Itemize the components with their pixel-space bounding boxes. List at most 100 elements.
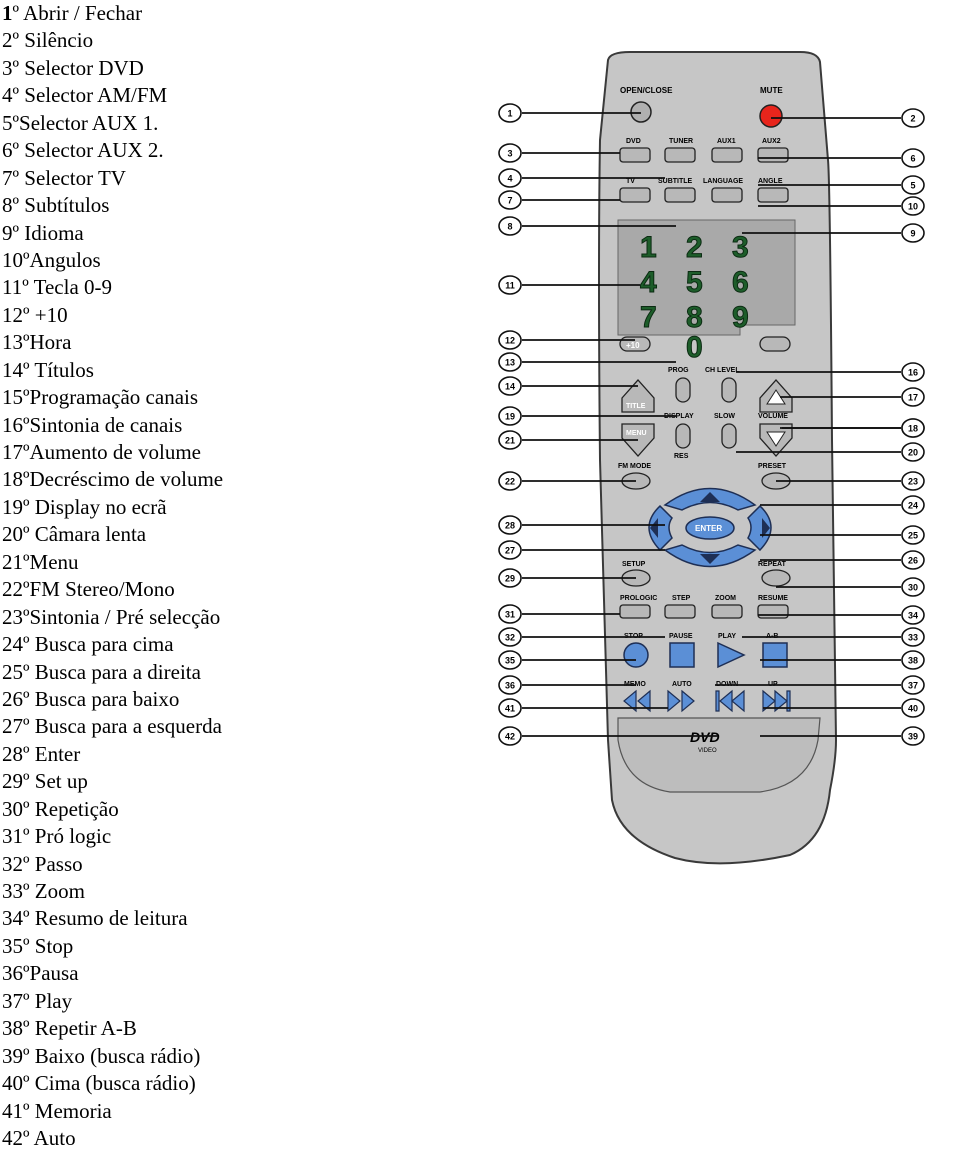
legend-text: Repetir A-B xyxy=(29,1016,137,1041)
legend-number: 20 xyxy=(2,522,23,547)
legend-number: 22 xyxy=(2,577,23,602)
pause-label: PAUSE xyxy=(669,633,693,640)
prog-button[interactable] xyxy=(675,377,691,403)
clock-button[interactable] xyxy=(759,336,791,352)
enter-label: ENTER xyxy=(695,524,722,533)
callout-number: 18 xyxy=(908,424,918,434)
play-button[interactable] xyxy=(717,641,746,669)
digit-1-button[interactable]: 1 xyxy=(640,231,658,265)
subtitle-label: SUBTITLE xyxy=(658,178,693,185)
legend-text: FM Stereo/Mono xyxy=(29,577,175,602)
ch-level-button[interactable] xyxy=(721,377,737,403)
nav-right-button[interactable] xyxy=(747,504,772,552)
callout-number: 16 xyxy=(908,368,918,378)
repeat-button[interactable] xyxy=(761,569,791,587)
callout-marker xyxy=(901,675,925,695)
up-skip-icon[interactable] xyxy=(762,689,791,713)
tv-button[interactable] xyxy=(619,187,651,203)
digit-5-button[interactable]: 5 xyxy=(686,266,704,300)
tuner-button[interactable] xyxy=(664,147,696,163)
callout-marker xyxy=(498,604,522,624)
title-button[interactable] xyxy=(621,379,655,413)
legend-ordinal: º xyxy=(12,165,20,190)
legend-ordinal: º xyxy=(22,275,29,300)
angle-button[interactable] xyxy=(757,187,789,203)
callout-marker xyxy=(498,190,522,210)
digit-4-button[interactable]: 4 xyxy=(640,266,658,300)
legend-number: 8 xyxy=(2,193,13,218)
legend-text: Selector AUX 1. xyxy=(19,110,159,135)
step-button[interactable] xyxy=(664,604,696,619)
aux2-label: AUX2 xyxy=(762,138,781,145)
digit-6-button[interactable]: 6 xyxy=(732,266,750,300)
callout-number: 5 xyxy=(910,181,915,191)
digit-2-button[interactable]: 2 xyxy=(686,231,704,265)
legend-number: 38 xyxy=(2,1016,23,1041)
subtitle-button[interactable] xyxy=(664,187,696,203)
nav-left-icon xyxy=(650,518,658,538)
callout-number: 27 xyxy=(505,546,515,556)
display-button[interactable] xyxy=(675,423,691,449)
memo-rewind-icon[interactable] xyxy=(623,689,651,713)
digit-9-button[interactable]: 9 xyxy=(732,301,750,335)
callout-number: 31 xyxy=(505,610,515,620)
legend-item: 35º Stop xyxy=(2,933,442,960)
pause-button[interactable] xyxy=(669,642,695,668)
ab-button[interactable] xyxy=(762,642,788,668)
legend-text: Angulos xyxy=(29,247,101,272)
legend-ordinal: º xyxy=(12,110,20,135)
legend-item: 31º Pró logic xyxy=(2,823,442,850)
legend-text: Tecla 0-9 xyxy=(28,275,113,300)
resume-button[interactable] xyxy=(757,604,789,619)
legend-item: 2º Silêncio xyxy=(2,27,442,54)
dvd-button[interactable] xyxy=(619,147,651,163)
callout-number: 2 xyxy=(910,114,915,124)
legend-ordinal: º xyxy=(23,549,30,574)
nav-left-button[interactable] xyxy=(648,504,673,552)
legend-item: 39º Baixo (busca rádio) xyxy=(2,1043,442,1070)
legend-text: Pausa xyxy=(29,961,79,986)
callout-number: 35 xyxy=(505,656,515,666)
legend-text: Sintonia de canais xyxy=(29,412,183,437)
auto-label: AUTO xyxy=(672,681,692,688)
display-label: DISPLAY xyxy=(664,413,694,420)
callout-marker xyxy=(498,627,522,647)
legend-ordinal: º xyxy=(23,1125,30,1150)
digit-0-button[interactable]: 0 xyxy=(686,331,704,365)
enter-button[interactable] xyxy=(685,516,735,540)
callout-number: 19 xyxy=(505,412,515,422)
legend-number: 14 xyxy=(2,357,23,382)
stop-button[interactable] xyxy=(623,642,649,668)
callout-number: 21 xyxy=(505,436,515,446)
legend-number: 9 xyxy=(2,220,13,245)
auto-forward-icon[interactable] xyxy=(667,689,695,713)
legend-ordinal: º xyxy=(23,357,30,382)
legend-ordinal: º xyxy=(23,302,30,327)
zoom-button[interactable] xyxy=(711,604,743,619)
mute-button[interactable] xyxy=(759,104,783,128)
callout-number: 37 xyxy=(908,681,918,691)
legend-item: 13ºHora xyxy=(2,329,442,356)
digit-8-button[interactable]: 8 xyxy=(686,301,704,335)
slow-button[interactable] xyxy=(721,423,737,449)
legend-number: 34 xyxy=(2,906,23,931)
legend-ordinal: º xyxy=(12,83,20,108)
language-button[interactable] xyxy=(711,187,743,203)
legend-text: Resumo de leitura xyxy=(29,906,188,931)
aux1-button[interactable] xyxy=(711,147,743,163)
digit-3-button[interactable]: 3 xyxy=(732,231,750,265)
prologic-button[interactable] xyxy=(619,604,651,619)
legend-number: 7 xyxy=(2,165,13,190)
aux2-button[interactable] xyxy=(757,147,789,163)
open-close-button[interactable] xyxy=(630,101,652,123)
callout-marker xyxy=(498,698,522,718)
legend-ordinal: º xyxy=(23,247,30,272)
down-skip-icon[interactable] xyxy=(715,689,745,713)
plus10-label: +10 xyxy=(626,341,640,350)
legend-text: Abrir / Fechar xyxy=(19,1,143,25)
callout-marker xyxy=(498,216,522,236)
ch-level-label: CH LEVEL xyxy=(705,367,740,374)
callout-marker xyxy=(901,108,925,128)
digit-7-button[interactable]: 7 xyxy=(640,301,658,335)
